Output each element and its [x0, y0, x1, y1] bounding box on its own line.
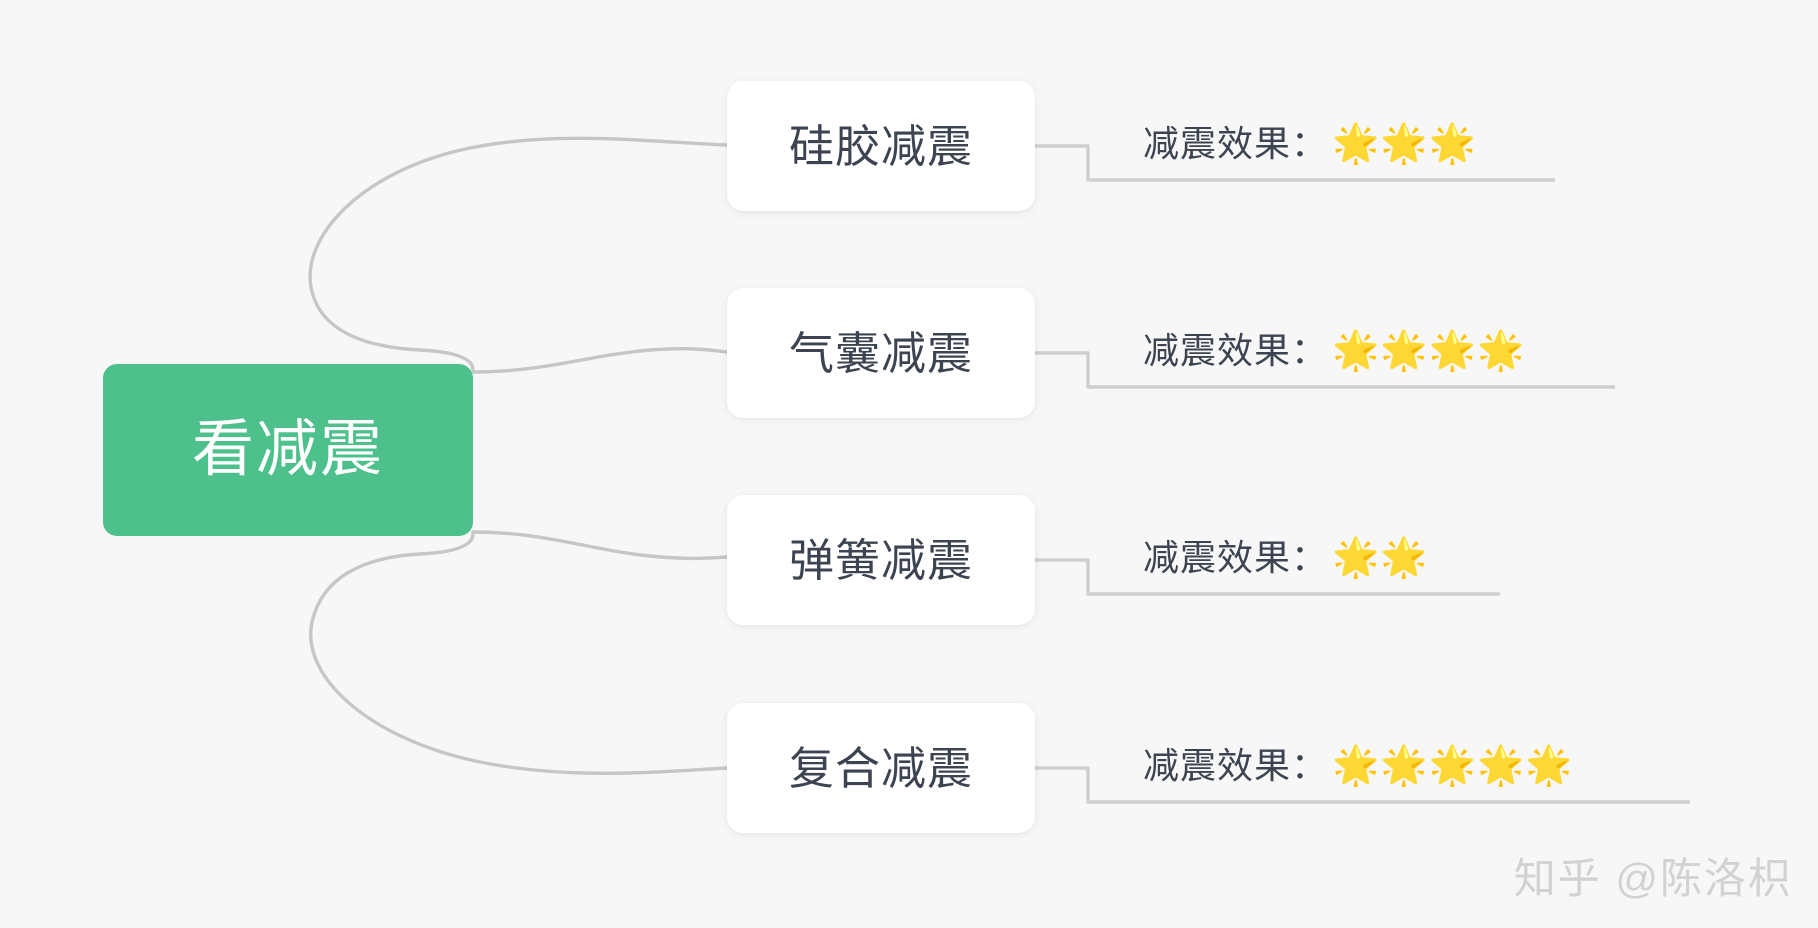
root-node[interactable]: 看减震 — [103, 364, 473, 536]
leaf-rating-4-label: 减震效果： — [1143, 745, 1329, 786]
branch-card-2-label: 气囊减震 — [788, 327, 973, 379]
branch-card-3[interactable]: 弹簧减震 — [727, 495, 1035, 625]
connector-root-to-branch-4 — [309, 532, 729, 775]
leaf-rating-2-stars: 🌟🌟🌟🌟 — [1332, 330, 1526, 372]
connector-root-to-branch-1 — [308, 136, 729, 372]
branch-card-2[interactable]: 气囊减震 — [727, 288, 1035, 418]
leaf-rating-4-stars: 🌟🌟🌟🌟🌟 — [1332, 745, 1574, 787]
branch-card-4-label: 复合减震 — [788, 742, 973, 794]
leaf-rating-3-label: 减震效果： — [1143, 537, 1329, 578]
leaf-rating-2-label: 减震效果： — [1143, 330, 1329, 371]
leaf-rating-1[interactable]: 减震效果： 🌟🌟🌟 — [1143, 113, 1477, 175]
leaf-rating-1-stars: 🌟🌟🌟 — [1332, 123, 1477, 165]
branch-card-1[interactable]: 硅胶减震 — [727, 81, 1035, 211]
branch-card-4[interactable]: 复合减震 — [727, 703, 1035, 833]
watermark: 知乎 @陈洛枳 — [1513, 855, 1792, 902]
leaf-rating-4[interactable]: 减震效果： 🌟🌟🌟🌟🌟 — [1143, 735, 1574, 797]
connector-root-to-branch-3 — [471, 530, 729, 561]
leaf-rating-1-label: 减震效果： — [1143, 123, 1329, 164]
connector-root-to-branch-2 — [471, 347, 729, 374]
branch-card-1-label: 硅胶减震 — [788, 120, 973, 172]
root-node-label: 看减震 — [191, 415, 384, 484]
leaf-rating-3-stars: 🌟🌟 — [1332, 537, 1429, 579]
branch-card-3-label: 弹簧减震 — [788, 534, 973, 586]
leaf-rating-3[interactable]: 减震效果： 🌟🌟 — [1143, 527, 1429, 589]
leaf-rating-2[interactable]: 减震效果： 🌟🌟🌟🌟 — [1143, 320, 1525, 382]
